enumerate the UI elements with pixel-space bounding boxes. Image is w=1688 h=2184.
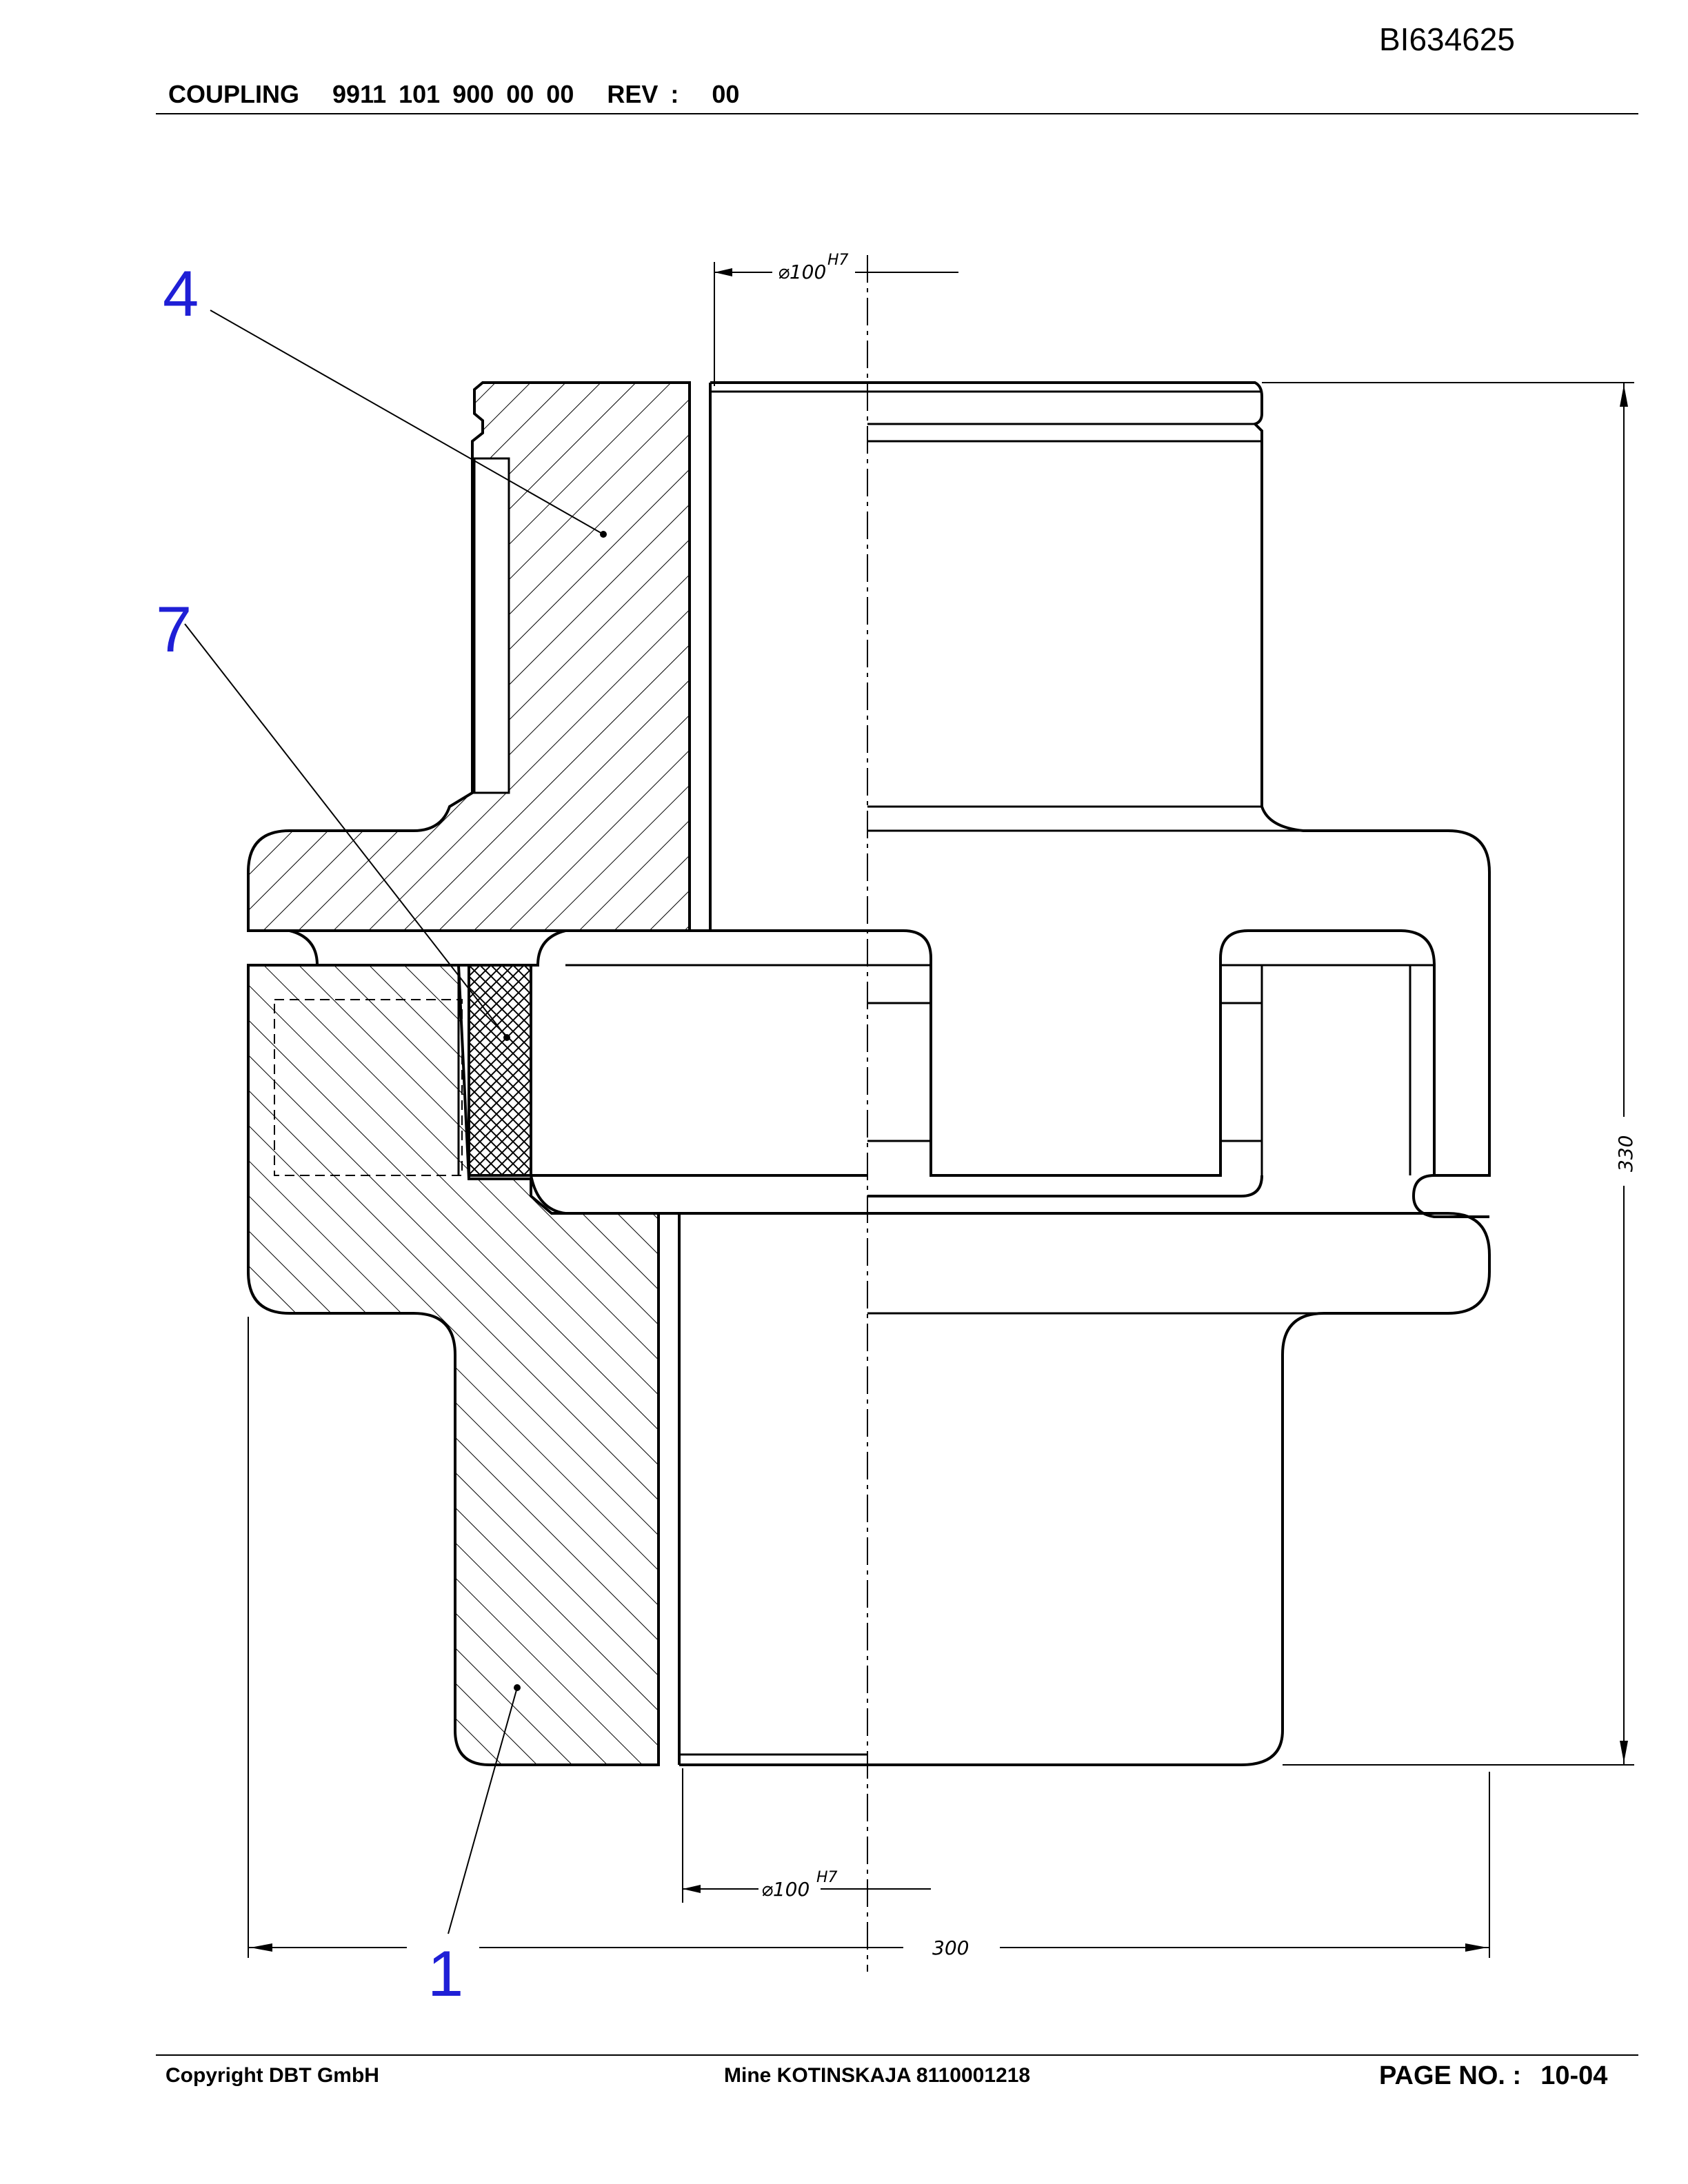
header-rule bbox=[156, 113, 1638, 114]
dim-width: 300 bbox=[932, 1937, 969, 1959]
dim-height: 330 bbox=[1614, 1135, 1637, 1172]
dim-bore-bottom: ⌀100 bbox=[761, 1878, 810, 1901]
leader-1 bbox=[448, 1687, 518, 1934]
lower-hub-section bbox=[247, 964, 660, 1766]
elastic-element bbox=[468, 964, 532, 1177]
document-id: BI634625 bbox=[1379, 21, 1515, 57]
page-header: COUPLING 9911 101 900 00 00 REV : 00 bbox=[168, 80, 760, 109]
header-title: COUPLING bbox=[168, 80, 300, 108]
upper-hub-outline bbox=[710, 381, 1491, 1218]
lower-hub-pocket bbox=[274, 999, 463, 1176]
upper-hub-groove bbox=[473, 457, 510, 794]
callout-4: 4 bbox=[163, 257, 199, 330]
header-rev-value: 00 bbox=[712, 80, 740, 108]
footer-mine: Mine KOTINSKAJA 8110001218 bbox=[724, 2064, 1031, 2087]
header-part-number: 9911 101 900 00 00 bbox=[332, 80, 574, 108]
leader-7 bbox=[184, 623, 508, 1038]
dim-bore-top: ⌀100 bbox=[778, 261, 826, 283]
dim-bore-bottom-tol: H7 bbox=[816, 1869, 838, 1886]
footer-page-label: PAGE NO. : bbox=[1379, 2061, 1522, 2090]
footer-page-value: 10-04 bbox=[1540, 2061, 1608, 2090]
leader-4 bbox=[210, 310, 604, 535]
callout-1: 1 bbox=[428, 1937, 463, 2010]
footer-page: PAGE NO. : 10-04 bbox=[1379, 2061, 1607, 2091]
callout-7: 7 bbox=[156, 593, 192, 665]
footer-copyright: Copyright DBT GmbH bbox=[165, 2064, 379, 2087]
footer-rule bbox=[156, 2054, 1638, 2056]
dim-bore-top-tol: H7 bbox=[827, 252, 849, 269]
lower-hub-outline bbox=[530, 1174, 1491, 1766]
header-rev-label: REV : bbox=[607, 80, 679, 108]
upper-hub-section bbox=[247, 381, 691, 932]
upper-claw bbox=[565, 929, 1436, 1177]
